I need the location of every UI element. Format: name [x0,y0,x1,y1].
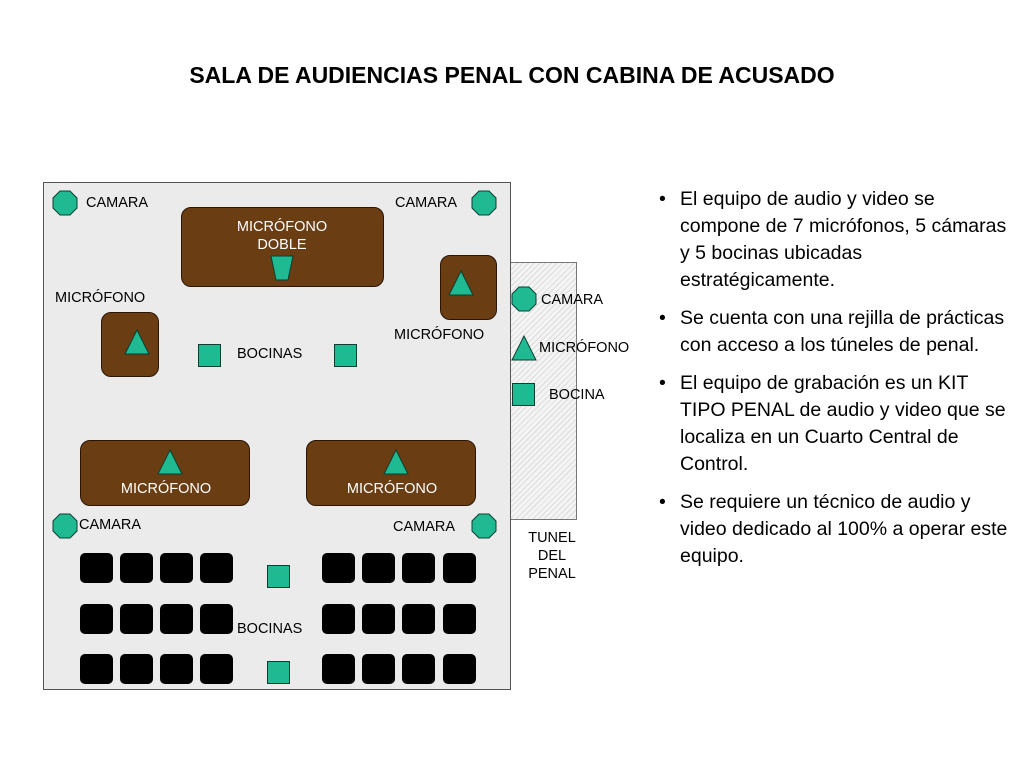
microphone-label: MICRÓFONO [55,290,146,306]
speakers-label: BOCINAS [237,621,303,637]
double-microphone-label: MICRÓFONO DOBLE [236,219,328,253]
microphone-icon [511,334,537,361]
seat [80,654,113,684]
double-microphone-station: MICRÓFONO DOBLE [181,207,384,287]
camera-label: CAMARA [79,517,142,533]
speaker-label: BOCINA [549,387,605,403]
seat [120,654,153,684]
seat [200,604,233,634]
seat [160,654,193,684]
note-item: Se requiere un técnico de audio y video … [656,489,1016,570]
camera-label: CAMARA [541,292,604,308]
note-item: El equipo de audio y video se compone de… [656,186,1016,294]
seat [120,553,153,583]
camera-label: CAMARA [395,195,458,211]
camera-icon [471,513,497,539]
seat [80,553,113,583]
note-item: El equipo de grabación es un KIT TIPO PE… [656,370,1016,478]
seat [402,654,435,684]
microphone-label: MICRÓFONO [394,327,485,343]
microphone-label: MICRÓFONO [346,481,438,497]
note-item: Se cuenta con una rejilla de prácticas c… [656,305,1016,359]
speaker-icon [198,344,221,367]
seat [322,604,355,634]
seat [160,604,193,634]
speakers-label: BOCINAS [237,346,303,362]
microphone-station: MICRÓFONO [306,440,476,506]
camera-icon [52,513,78,539]
seat [80,604,113,634]
speaker-icon [512,383,535,406]
tunnel-label: TUNEL DEL PENAL [528,530,576,582]
page-title: SALA DE AUDIENCIAS PENAL CON CABINA DE A… [189,62,835,88]
microphone-label: MICRÓFONO [120,481,212,497]
notes-list: El equipo de audio y video se compone de… [656,186,1016,581]
seat [443,654,476,684]
seat [160,553,193,583]
microphone-icon [383,448,409,475]
seat [362,604,395,634]
seat [362,654,395,684]
camera-icon [52,190,78,216]
seat [443,604,476,634]
microphone-icon [448,269,474,296]
microphone-station [440,255,497,320]
seat [362,553,395,583]
seat [402,553,435,583]
microphone-station [101,312,159,377]
seat [200,654,233,684]
camera-label: CAMARA [86,195,149,211]
speaker-icon [267,661,290,684]
seat [322,654,355,684]
microphone-icon [124,328,150,355]
camera-icon [511,286,537,312]
microphone-label: MICRÓFONO [539,340,630,356]
courtroom-floor-plan: CAMARA CAMARA MICRÓFONO DOBLE MICRÓFONO … [43,182,511,690]
microphone-icon [157,448,183,475]
speaker-icon [334,344,357,367]
seat [120,604,153,634]
camera-label: CAMARA [393,519,456,535]
seat [200,553,233,583]
seat [443,553,476,583]
seat [322,553,355,583]
speaker-icon [267,565,290,588]
double-microphone-icon [270,255,294,281]
camera-icon [471,190,497,216]
microphone-station: MICRÓFONO [80,440,250,506]
seat [402,604,435,634]
